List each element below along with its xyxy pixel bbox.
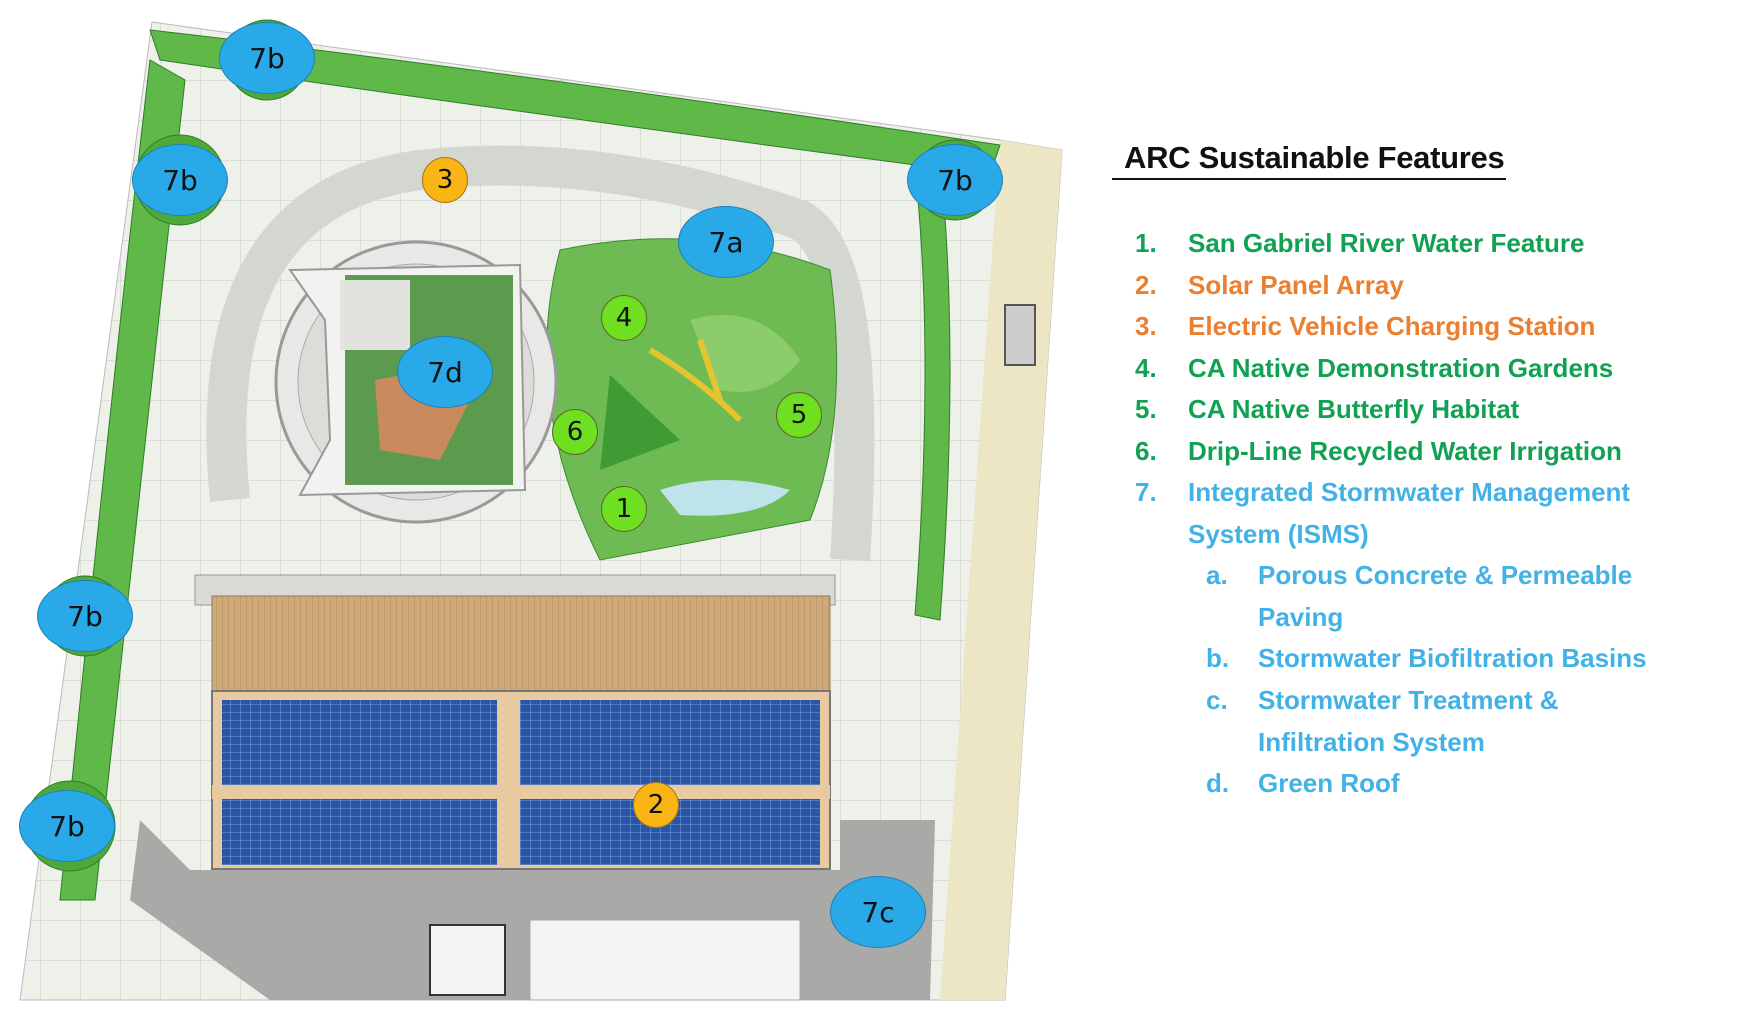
marker-7c: 7c <box>830 876 926 948</box>
marker-2: 2 <box>633 782 679 828</box>
marker-7b: 7b <box>132 144 228 216</box>
marker-7b: 7b <box>37 580 133 652</box>
solar-panels-east <box>520 700 820 865</box>
marker-5: 5 <box>776 392 822 438</box>
marker-7b: 7b <box>219 22 315 94</box>
main-building <box>194 574 836 870</box>
marker-6: 6 <box>552 409 598 455</box>
marker-7a: 7a <box>678 206 774 278</box>
parking-lot <box>130 820 935 1001</box>
water-feature <box>660 480 790 516</box>
legend: ARC Sustainable Features 1.San Gabriel R… <box>1112 140 1742 798</box>
marker-7d: 7d <box>397 336 493 408</box>
marker-4: 4 <box>601 295 647 341</box>
solar-panels-west <box>222 700 497 865</box>
marker-7b: 7b <box>907 144 1003 216</box>
utility-box <box>1004 304 1036 366</box>
legend-title: ARC Sustainable Features <box>1112 140 1507 180</box>
marker-7b: 7b <box>19 790 115 862</box>
marker-1: 1 <box>601 486 647 532</box>
marker-3: 3 <box>422 157 468 203</box>
walkway-loop <box>206 145 875 562</box>
